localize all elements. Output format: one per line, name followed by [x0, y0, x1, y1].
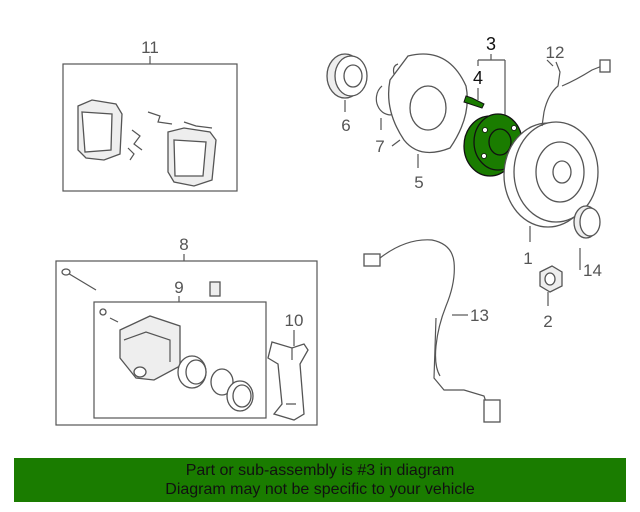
dust-shield: 5 [387, 53, 468, 192]
brake-pad-kit-box: 11 [62, 38, 238, 192]
brake-rotor: 1 [503, 121, 599, 268]
callout-4: 4 [473, 68, 483, 88]
callout-10: 10 [285, 311, 304, 330]
info-banner: Part or sub-assembly is #3 in diagram Di… [14, 458, 626, 502]
callout-11: 11 [141, 38, 159, 57]
callout-1: 1 [523, 249, 532, 268]
callout-3: 3 [486, 34, 496, 54]
callout-8: 8 [179, 235, 188, 254]
callout-7: 7 [375, 137, 384, 156]
callout-13: 13 [470, 306, 489, 325]
hub-nut: 2 [539, 265, 563, 331]
grease-cap: 14 [573, 205, 602, 280]
caliper-assembly-box: 8 9 [55, 235, 318, 426]
callout-6: 6 [341, 116, 350, 135]
abs-sensor: 13 [363, 239, 501, 423]
callout-14: 14 [583, 261, 602, 280]
brake-hose: 12 [541, 43, 611, 127]
callout-5: 5 [414, 173, 423, 192]
callout-2: 2 [543, 312, 552, 331]
banner-line-2: Diagram may not be specific to your vehi… [165, 481, 475, 498]
callout-12: 12 [546, 43, 565, 62]
banner-line-1: Part or sub-assembly is #3 in diagram [185, 462, 455, 479]
caliper-bracket: 10 [267, 311, 309, 421]
wheel-bearing: 6 [326, 53, 368, 135]
callout-9: 9 [174, 278, 183, 297]
